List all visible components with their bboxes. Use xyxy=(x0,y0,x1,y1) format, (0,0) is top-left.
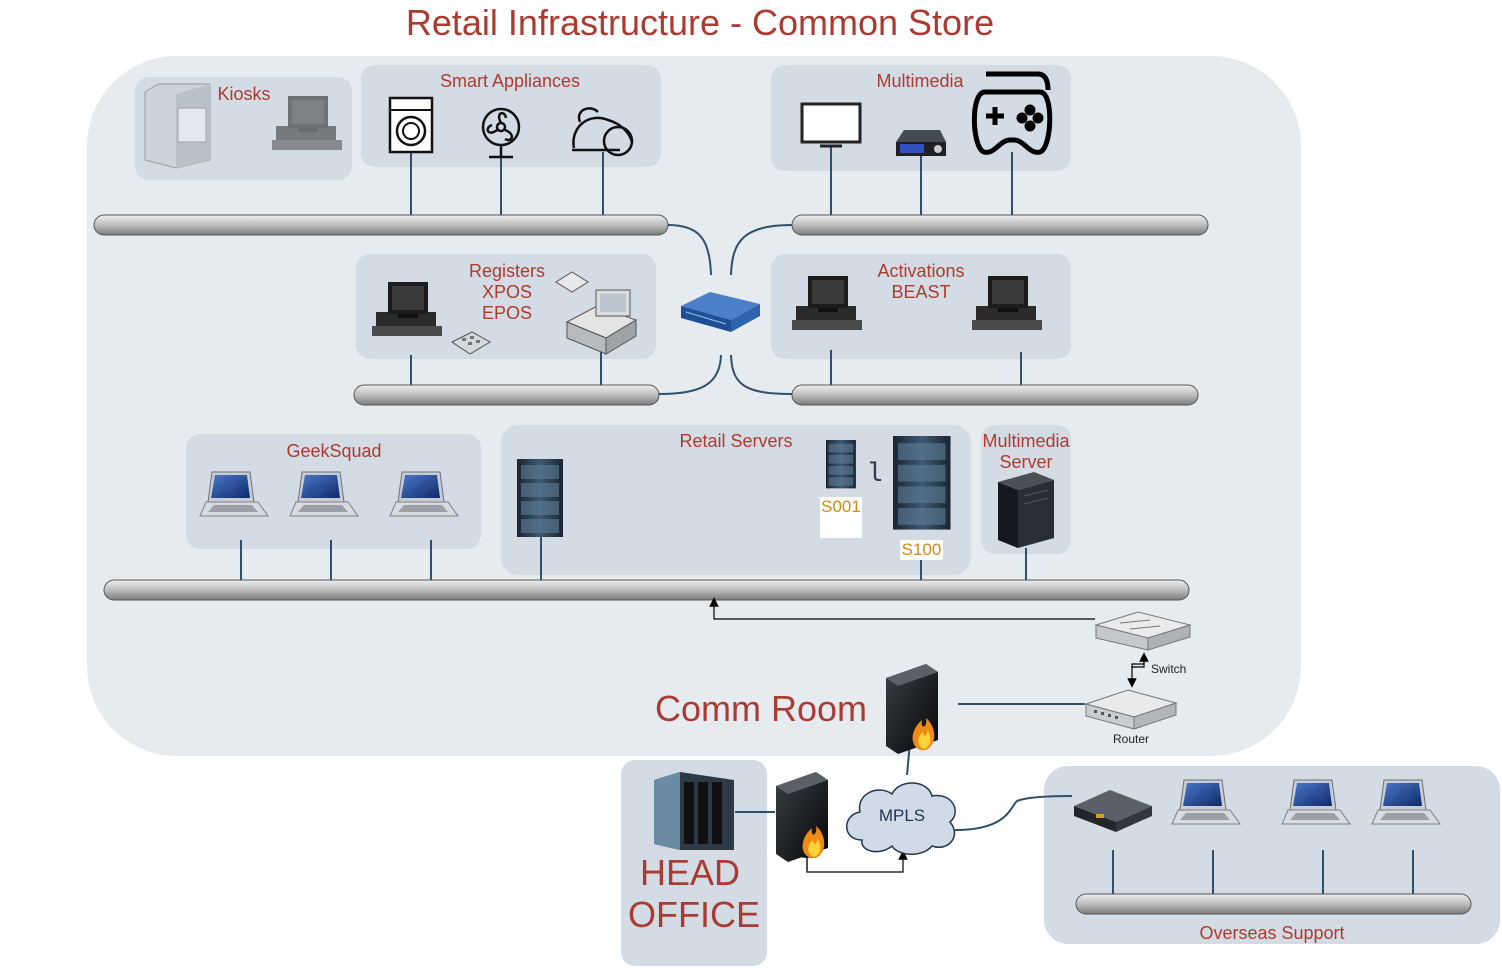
switch-device-icon xyxy=(1094,611,1192,651)
vacuum-icon xyxy=(572,107,634,157)
comm-room-label: Comm Room xyxy=(655,688,868,729)
server-rack-icon-s001 xyxy=(826,440,856,489)
tower-server-icon xyxy=(998,472,1054,548)
register-desktop-icon xyxy=(372,282,442,336)
beast-label: BEAST xyxy=(891,282,951,302)
head-office-label-2: OFFICE xyxy=(628,894,760,935)
firewall-icon xyxy=(886,664,938,754)
mainframe-icon xyxy=(654,772,734,850)
network-switch-icon xyxy=(681,292,760,332)
kiosk-icon xyxy=(144,83,211,169)
router-label: Router xyxy=(1113,732,1150,746)
geeksquad-label: GeekSquad xyxy=(286,441,382,461)
retail-servers-group xyxy=(501,425,971,575)
laptop-icon xyxy=(289,471,359,517)
multimedia-server-label-2: Server xyxy=(999,452,1053,472)
s100-label-front: S100 xyxy=(900,540,943,560)
multimedia-server-label: Multimedia xyxy=(982,431,1070,451)
smart-appliances-label: Smart Appliances xyxy=(439,71,581,91)
cloud-icon xyxy=(846,782,956,855)
registers-label: Registers xyxy=(468,261,546,281)
switch-label: Switch xyxy=(1151,662,1187,676)
mpls-label: MPLS xyxy=(878,806,926,825)
laptop-icon xyxy=(199,471,269,517)
gamepad-icon xyxy=(971,71,1053,155)
arrows xyxy=(709,597,1149,873)
server-rack-icon-s100 xyxy=(893,436,951,530)
activation-desktop-icon-2 xyxy=(972,276,1042,330)
cash-register-icon xyxy=(555,271,638,355)
fan-icon xyxy=(481,107,521,159)
diagram-title: Retail Infrastructure - Common Store xyxy=(405,2,995,43)
xpos-label: XPOS xyxy=(481,282,533,302)
head-office-label-1: HEAD xyxy=(640,852,741,893)
laptop-icon xyxy=(1281,779,1351,825)
modem-icon xyxy=(1074,790,1152,832)
laptop-icon xyxy=(1371,779,1441,825)
set-top-box-icon xyxy=(896,130,946,156)
kiosks-label: Kiosks xyxy=(217,84,271,104)
multimedia-label: Multimedia xyxy=(876,71,964,91)
s001-label-front: S001 xyxy=(820,497,862,538)
retail-servers-label: Retail Servers xyxy=(679,431,793,451)
overseas-support-label: Overseas Support xyxy=(1199,923,1345,943)
tv-icon xyxy=(800,102,862,148)
router-icon xyxy=(1084,689,1178,730)
washing-machine-icon xyxy=(388,96,434,154)
activation-desktop-icon-1 xyxy=(792,276,862,330)
connectors xyxy=(240,145,1414,894)
laptop-icon xyxy=(1171,779,1241,825)
kiosk-desktop-icon xyxy=(272,96,342,150)
activations-label: Activations xyxy=(877,261,965,281)
server-rack-icon xyxy=(517,459,563,537)
lan-bus xyxy=(93,214,1472,915)
epos-label: EPOS xyxy=(481,303,533,323)
firewall-icon-head-office xyxy=(776,772,828,862)
keypad-icon xyxy=(451,331,491,355)
laptop-icon xyxy=(389,471,459,517)
server-bracket: l xyxy=(868,458,884,488)
